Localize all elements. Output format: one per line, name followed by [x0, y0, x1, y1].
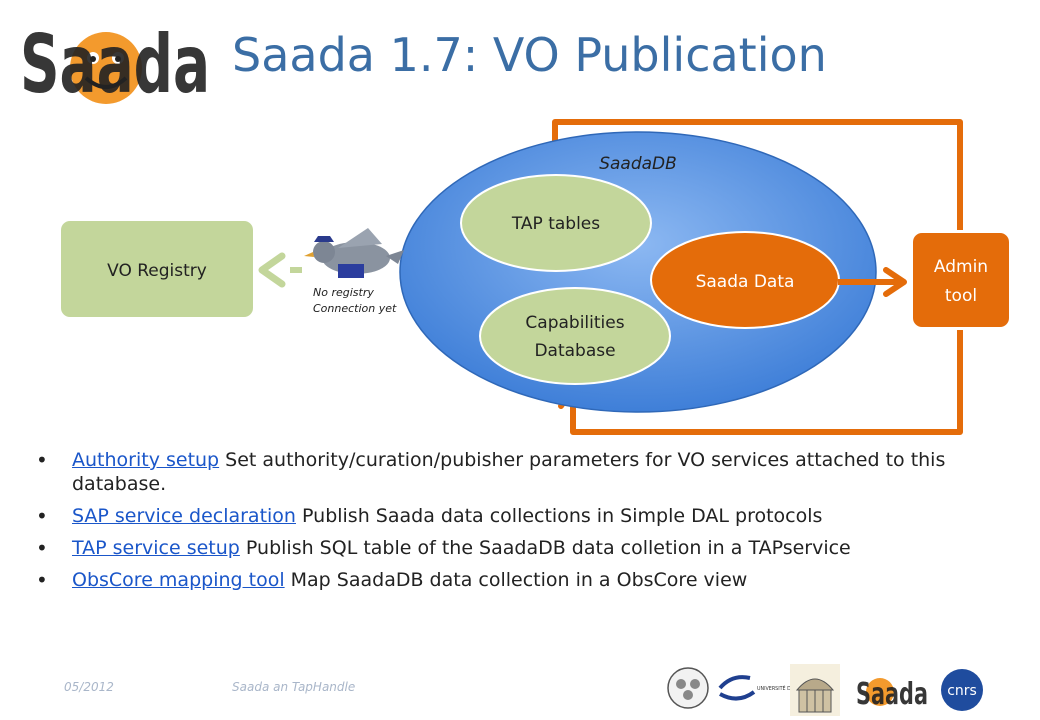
tap-tables-label: TAP tables	[511, 214, 600, 234]
saada-footer-logo: Saada	[856, 677, 928, 712]
obscore-mapping-tool-link[interactable]: ObsCore mapping tool	[72, 569, 285, 591]
observatory-building-logo	[790, 664, 840, 716]
admin-arrowhead	[883, 267, 907, 297]
list-item: Authority setup Set authority/curation/p…	[36, 448, 1026, 496]
admin-to-capabilities-connector	[570, 330, 963, 435]
no-registry-line2: Connection yet	[313, 302, 397, 315]
admin-label-line1: Admin	[934, 257, 988, 277]
admin-label-line2: tool	[945, 286, 977, 306]
list-item: SAP service declaration Publish Saada da…	[36, 504, 1026, 528]
page-title: Saada 1.7: VO Publication	[232, 28, 827, 82]
tap-service-setup-link[interactable]: TAP service setup	[72, 537, 240, 559]
saadadb-label: SaadaDB	[599, 154, 677, 174]
carrier-pigeon-icon	[304, 228, 404, 278]
bullet-description: Set authority/curation/pubisher paramete…	[72, 449, 946, 495]
list-item: ObsCore mapping tool Map SaadaDB data co…	[36, 568, 1026, 592]
admin-tool-node[interactable]	[911, 231, 1011, 329]
cnrs-lettering: cnrs	[947, 683, 977, 699]
bullet-description: Publish SQL table of the SaadaDB data co…	[239, 537, 851, 559]
footer-title: Saada an TapHandle	[232, 680, 356, 694]
saada-data-label: Saada Data	[696, 272, 795, 292]
logo-lettering: Saada	[20, 18, 210, 108]
observatory-seal-logo	[667, 667, 709, 709]
capabilities-label-line1: Capabilities	[525, 313, 624, 333]
capabilities-label-line2: Database	[534, 341, 615, 361]
saada-footer-lettering: Saada	[856, 677, 928, 712]
no-registry-line1: No registry	[313, 286, 374, 299]
tap-tables-node[interactable]	[460, 174, 652, 272]
saada-logo: Saada	[20, 18, 210, 108]
vo-publication-diagram: SaadaDB TAP tables Saada Data Capabiliti…	[59, 119, 1011, 435]
registry-arrowhead	[258, 252, 286, 288]
vo-registry-label: VO Registry	[107, 261, 207, 281]
footer-logos: UNIVERSITÉ DE STRASBOURG Saada cnrs	[667, 664, 983, 716]
cnrs-logo: cnrs	[941, 669, 983, 711]
bullet-description: Publish Saada data collections in Simple…	[295, 505, 823, 527]
bullet-description: Map SaadaDB data collection in a ObsCore…	[284, 569, 748, 591]
feature-list: Authority setup Set authority/curation/p…	[36, 448, 1026, 600]
list-item: TAP service setup Publish SQL table of t…	[36, 536, 1026, 560]
footer-date: 05/2012	[64, 680, 114, 694]
authority-setup-link[interactable]: Authority setup	[72, 449, 220, 471]
sap-service-declaration-link[interactable]: SAP service declaration	[72, 505, 296, 527]
capabilities-database-node[interactable]	[479, 287, 671, 385]
vo-registry-node[interactable]	[59, 219, 255, 319]
